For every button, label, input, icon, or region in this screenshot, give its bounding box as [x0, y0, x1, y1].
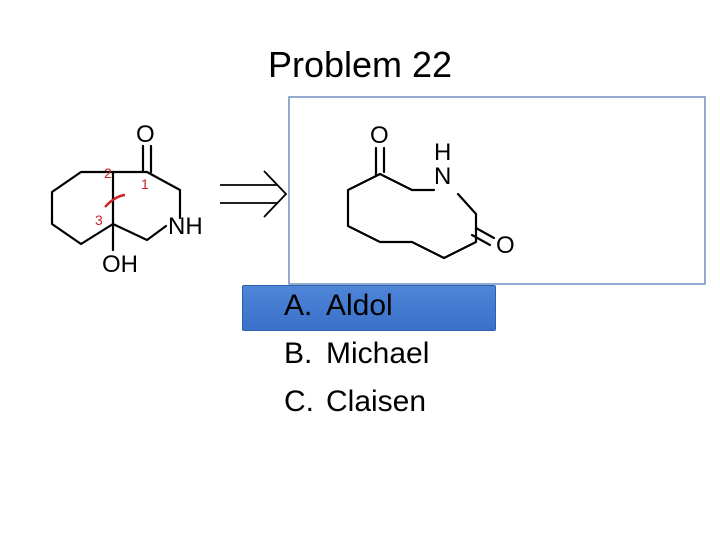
- product-nitrogen-n: N: [434, 163, 451, 190]
- bond-number-3: 3: [95, 212, 103, 228]
- option-label: Aldol: [326, 289, 393, 322]
- product-nitrogen-h: H: [434, 139, 451, 166]
- option-letter: A.: [284, 289, 313, 322]
- bond-number-1: 1: [141, 176, 149, 192]
- retrosynthesis-arrow-icon: [220, 170, 288, 218]
- reactant-hydroxyl-oh: OH: [102, 251, 138, 278]
- bond-number-2: 2: [104, 165, 112, 181]
- product-oxygen-top: O: [370, 122, 389, 149]
- reactant-carbonyl-o: O: [136, 121, 155, 148]
- product-molecule: [346, 146, 496, 260]
- answer-options: A. Aldol B. Michael C. Claisen: [242, 282, 496, 426]
- reactant-molecule: [50, 144, 182, 252]
- option-b[interactable]: B. Michael: [284, 330, 429, 378]
- page-title: Problem 22: [267, 44, 453, 85]
- reactant-amine-nh: NH: [168, 213, 203, 240]
- product-box: [288, 96, 706, 285]
- option-letter: B.: [284, 337, 313, 370]
- option-label: Michael: [326, 337, 430, 370]
- option-c[interactable]: C. Claisen: [284, 378, 429, 426]
- option-label: Claisen: [326, 385, 427, 418]
- option-a[interactable]: A. Aldol: [242, 282, 496, 331]
- option-letter: C.: [284, 385, 314, 418]
- product-oxygen-right: O: [496, 232, 515, 259]
- disconnection-mark: [104, 193, 126, 208]
